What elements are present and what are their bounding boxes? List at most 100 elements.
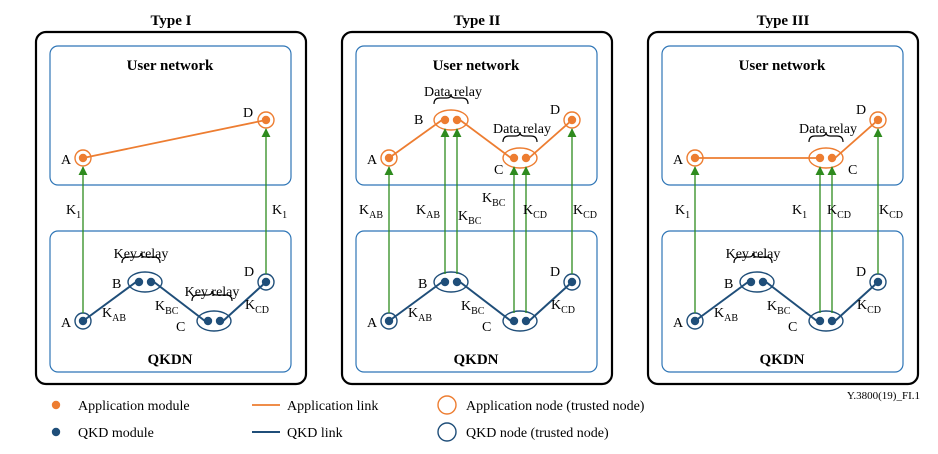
key-relay-brace <box>121 252 161 264</box>
application-node-label: C <box>494 163 503 178</box>
data-relay-label: Data relay <box>424 85 482 100</box>
qkd-module-dot <box>440 277 450 287</box>
qkd-node-label: A <box>61 316 72 331</box>
qkd-module-dot <box>509 316 519 326</box>
qkd-link-key-label: KCD <box>551 298 575 316</box>
panel-border <box>340 30 614 386</box>
application-node-ring <box>74 149 92 167</box>
qkdn-label: QKDN <box>148 352 193 368</box>
application-node-label: D <box>550 103 560 118</box>
application-node-label: A <box>367 153 378 168</box>
qkd-node-label: D <box>856 265 866 280</box>
legend-application-node-ring <box>437 395 457 415</box>
qkd-module-dot <box>567 277 577 287</box>
application-module-dot <box>78 153 88 163</box>
qkd-module-dot <box>215 316 225 326</box>
qkd-node-label: C <box>482 320 491 335</box>
application-node-ring <box>257 111 275 129</box>
qkd-module-dot <box>384 316 394 326</box>
qkd-link <box>153 281 206 322</box>
application-module-dot <box>261 115 271 125</box>
qkd-link-key-label: KAB <box>408 306 432 324</box>
application-node-label: B <box>414 113 423 128</box>
qkd-link <box>388 281 443 322</box>
figure-id: Y.3800(19)_FI.1 <box>847 390 920 402</box>
qkd-module-dot <box>78 316 88 326</box>
application-node-label: A <box>61 153 72 168</box>
application-link <box>388 119 443 159</box>
application-link <box>459 119 512 159</box>
key-arrow-label: KCD <box>523 203 547 221</box>
panel-title: Type III <box>757 13 810 29</box>
application-node-ring <box>502 147 538 169</box>
legend-qkd-module-dot <box>51 427 61 437</box>
qkd-link <box>694 281 749 322</box>
qkd-module-dot <box>146 277 156 287</box>
qkdn-box <box>49 230 292 373</box>
application-module-dot <box>690 153 700 163</box>
application-node-label: C <box>848 163 857 178</box>
qkd-node-label: A <box>367 316 378 331</box>
panel-border <box>34 30 308 386</box>
qkd-node-label: C <box>176 320 185 335</box>
application-module-dot <box>452 115 462 125</box>
application-link <box>528 119 573 159</box>
key-arrow-label: KBC <box>458 209 482 227</box>
legend-qkd-module-label: QKD module <box>78 426 154 441</box>
application-node-label: D <box>243 106 253 121</box>
application-node-ring <box>808 147 844 169</box>
user-network-box <box>49 45 292 186</box>
qkd-link <box>834 281 879 322</box>
qkd-link <box>459 281 512 322</box>
key-relay-brace <box>733 252 773 264</box>
qkd-link <box>528 281 573 322</box>
legend-application-node-label: Application node (trusted node) <box>466 399 645 414</box>
application-module-dot <box>440 115 450 125</box>
qkd-node-ring <box>739 271 775 293</box>
qkd-module-dot <box>758 277 768 287</box>
key-arrow-label: KCD <box>573 203 597 221</box>
key-relay-label: Key relay <box>185 285 240 300</box>
qkd-link-key-label: KAB <box>714 306 738 324</box>
key-relay-label: Key relay <box>726 247 781 262</box>
qkd-module-dot <box>203 316 213 326</box>
panel-title: Type I <box>151 13 192 29</box>
key-arrow-label: K1 <box>675 203 690 221</box>
qkd-node-label: D <box>244 265 254 280</box>
application-module-dot <box>384 153 394 163</box>
panel-border <box>646 30 920 386</box>
qkd-module-dot <box>815 316 825 326</box>
qkdn-box <box>355 230 598 373</box>
data-relay-brace <box>502 131 538 143</box>
qkdn-box <box>661 230 904 373</box>
application-node-ring <box>563 111 581 129</box>
qkd-module-dot <box>261 277 271 287</box>
legend-application-module-label: Application module <box>78 399 190 414</box>
key-arrow-label: K1 <box>272 203 287 221</box>
legend-application-module-dot <box>51 400 61 410</box>
qkd-link <box>222 281 267 322</box>
application-module-dot <box>873 115 883 125</box>
qkd-module-dot <box>690 316 700 326</box>
qkd-node-ring <box>502 310 538 332</box>
qkd-module-dot <box>134 277 144 287</box>
application-module-dot <box>509 153 519 163</box>
key-relay-label: Key relay <box>114 247 169 262</box>
application-node-ring <box>686 149 704 167</box>
data-relay-label: Data relay <box>799 122 857 137</box>
legend-qkd-node-ring <box>437 422 457 442</box>
qkd-link-key-label: KCD <box>857 298 881 316</box>
qkd-node-label: B <box>724 277 733 292</box>
user-network-label: User network <box>127 58 214 74</box>
qkd-module-dot <box>827 316 837 326</box>
key-arrow-label: KAB <box>359 203 383 221</box>
qkd-link-key-label: KAB <box>102 306 126 324</box>
qkd-link <box>765 281 818 322</box>
key-arrow-label: K1 <box>66 203 81 221</box>
panel-title: Type II <box>454 13 501 29</box>
qkd-link-key-label: KCD <box>245 298 269 316</box>
qkdn-label: QKDN <box>760 352 805 368</box>
application-node-ring <box>869 111 887 129</box>
